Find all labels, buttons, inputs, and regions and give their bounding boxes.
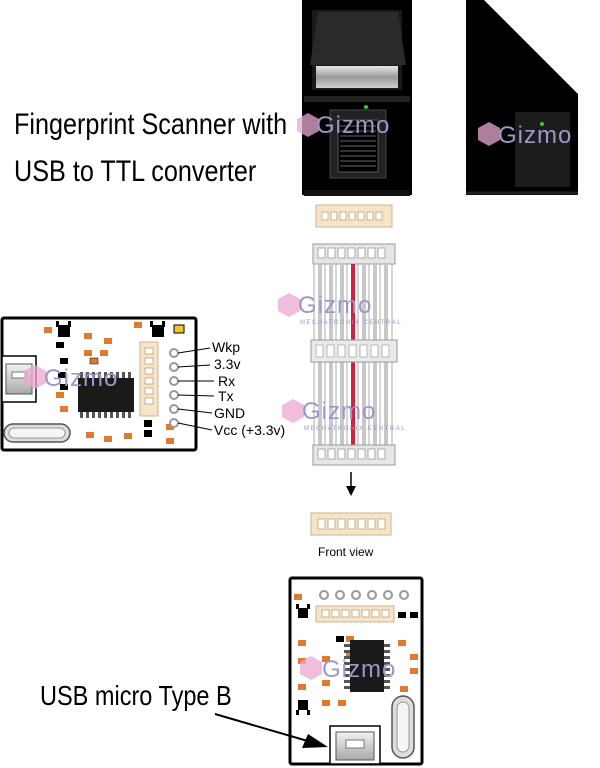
watermark-logos bbox=[24, 113, 500, 680]
pin-label-vcc: Vcc (+3.3v) bbox=[214, 422, 286, 438]
watermark-brand: Gizmo bbox=[316, 112, 391, 139]
usb-pointer-arrow bbox=[214, 713, 328, 748]
ribbon-cable bbox=[310, 243, 398, 466]
top-connector bbox=[315, 204, 393, 228]
down-arrow-icon bbox=[346, 472, 356, 496]
scanner-side bbox=[466, 0, 578, 195]
pin-label-tx: Tx bbox=[218, 388, 234, 404]
pin-label-3v3: 3.3v bbox=[214, 356, 241, 372]
scanner-front bbox=[302, 0, 412, 196]
watermark-brand: Gizmo bbox=[44, 365, 119, 392]
watermark-brand: Gizmo bbox=[302, 398, 377, 425]
title-line-2: USB to TTL converter bbox=[14, 155, 257, 188]
usb-type-label: USB micro Type B bbox=[40, 680, 232, 711]
converter-board-bottom bbox=[288, 576, 424, 766]
watermark-sub: MECHATRONIX CENTRAL bbox=[304, 426, 407, 432]
watermark-brand: Gizmo bbox=[322, 656, 397, 683]
pin-label-gnd: GND bbox=[214, 405, 246, 421]
converter-board-left bbox=[0, 316, 215, 452]
watermark-brand: Gizmo bbox=[498, 122, 573, 149]
title-line-1: Fingerprint Scanner with bbox=[14, 108, 288, 141]
watermark-sub: MECHATRONIX CENTRAL bbox=[300, 320, 403, 326]
front-view-caption: Front view bbox=[318, 545, 374, 559]
pin-label-wkp: Wkp bbox=[212, 339, 240, 355]
watermark-brand: Gizmo bbox=[298, 292, 373, 319]
pin-label-rx: Rx bbox=[218, 373, 236, 389]
front-view-connector bbox=[310, 512, 392, 536]
